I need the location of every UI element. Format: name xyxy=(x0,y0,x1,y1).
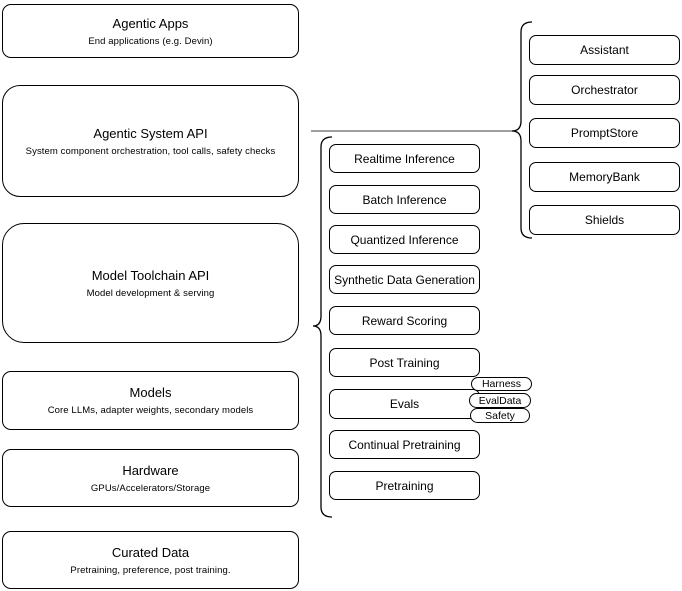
node-model-toolchain-api: Model Toolchain API Model development & … xyxy=(2,223,299,343)
node-title: Agentic Apps xyxy=(112,15,189,31)
node-memorybank: MemoryBank xyxy=(529,162,680,192)
node-quantized-inference: Quantized Inference xyxy=(329,225,480,254)
node-post-training: Post Training xyxy=(329,348,480,377)
node-title: Hardware xyxy=(122,462,179,478)
node-subtitle: Model development & serving xyxy=(86,287,215,299)
node-realtime-inference: Realtime Inference xyxy=(329,144,480,173)
node-subtitle: Core LLMs, adapter weights, secondary mo… xyxy=(47,405,254,416)
node-reward-scoring: Reward Scoring xyxy=(329,306,480,335)
tag-safety: Safety xyxy=(470,408,530,423)
node-title: Model Toolchain API xyxy=(91,267,210,283)
node-subtitle: System component orchestration, tool cal… xyxy=(25,145,276,157)
node-assistant: Assistant xyxy=(529,35,680,65)
node-subtitle: GPUs/Accelerators/Storage xyxy=(90,482,211,494)
node-subtitle: Pretraining, preference, post training. xyxy=(70,564,231,576)
node-title: Curated Data xyxy=(111,544,190,560)
node-shields: Shields xyxy=(529,205,680,235)
node-subtitle: End applications (e.g. Devin) xyxy=(88,35,213,47)
node-promptstore: PromptStore xyxy=(529,118,680,148)
node-agentic-system-api: Agentic System API System component orch… xyxy=(2,85,299,197)
node-evals: Evals xyxy=(329,389,480,419)
tag-harness: Harness xyxy=(471,377,532,391)
node-hardware: Hardware GPUs/Accelerators/Storage xyxy=(2,449,299,507)
node-pretraining: Pretraining xyxy=(329,471,480,500)
node-batch-inference: Batch Inference xyxy=(329,185,480,214)
node-orchestrator: Orchestrator xyxy=(529,75,680,105)
node-synthetic-data-generation: Synthetic Data Generation xyxy=(329,265,480,294)
node-title: Agentic System API xyxy=(93,125,208,141)
node-curated-data: Curated Data Pretraining, preference, po… xyxy=(2,531,299,589)
node-models: Models Core LLMs, adapter weights, secon… xyxy=(2,371,299,430)
node-title: Models xyxy=(129,385,172,400)
node-agentic-apps: Agentic Apps End applications (e.g. Devi… xyxy=(2,4,299,58)
tag-evaldata: EvalData xyxy=(469,393,531,408)
node-continual-pretraining: Continual Pretraining xyxy=(329,430,480,459)
